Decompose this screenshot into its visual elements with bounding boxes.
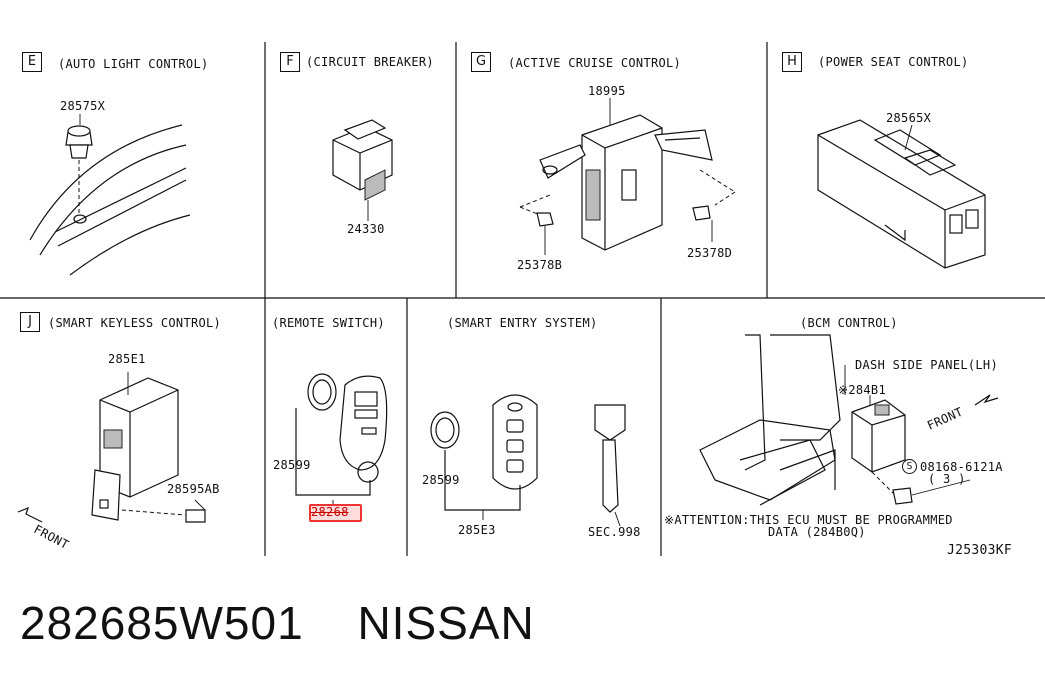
panel-title-active-cruise: (ACTIVE CRUISE CONTROL) xyxy=(508,56,682,70)
panel-title-bcm-control: (BCM CONTROL) xyxy=(800,316,898,330)
circuit-breaker-drawing xyxy=(332,119,393,221)
attention-note-line-1: ※ATTENTION:THIS ECU MUST BE PROGRAMMED xyxy=(664,513,953,527)
brand-name: NISSAN xyxy=(357,597,535,649)
bolt-symbol-circle: S xyxy=(902,459,917,474)
panel-title-circuit-breaker: (CIRCUIT BREAKER) xyxy=(306,55,434,69)
part-label[interactable]: ※284B1 xyxy=(838,383,886,397)
attention-note-line-2: DATA (284B0Q) xyxy=(768,525,866,539)
part-number: 282685W501 xyxy=(20,597,304,649)
diagram-drawing xyxy=(0,42,1045,556)
part-label[interactable]: 08168-6121A xyxy=(920,460,1003,474)
part-label[interactable]: 285E3 xyxy=(458,523,496,537)
footer-caption: 282685W501 NISSAN xyxy=(20,596,575,650)
part-label[interactable]: 28595AB xyxy=(167,482,220,496)
panel-title-remote-switch: (REMOTE SWITCH) xyxy=(272,316,385,330)
part-label[interactable]: 28599 xyxy=(273,458,311,472)
part-label[interactable]: 18995 xyxy=(588,84,626,98)
highlighted-part-label[interactable]: 28268 xyxy=(311,505,349,519)
panel-letter-h: H xyxy=(782,52,802,72)
panel-title-power-seat: (POWER SEAT CONTROL) xyxy=(818,55,969,69)
cruise-control-unit-drawing xyxy=(519,98,736,255)
part-label[interactable]: 28565X xyxy=(886,111,932,125)
part-label[interactable]: SEC.998 xyxy=(588,525,641,539)
power-seat-unit-drawing xyxy=(817,119,986,269)
part-label[interactable]: 24330 xyxy=(347,222,385,236)
smart-key-drawing xyxy=(430,394,626,527)
part-label[interactable]: 28599 xyxy=(422,473,460,487)
diagram-code: J25303KF xyxy=(947,543,1013,558)
panel-letter-g: G xyxy=(471,52,491,72)
panel-title-smart-entry: (SMART ENTRY SYSTEM) xyxy=(447,316,598,330)
part-label[interactable]: 28575X xyxy=(60,99,106,113)
panel-letter-e: E xyxy=(22,52,42,72)
part-label[interactable]: 25378D xyxy=(687,246,733,260)
highlighted-part-marker xyxy=(309,504,362,522)
smart-keyless-unit-drawing xyxy=(17,372,206,523)
auto-light-sensor-drawing xyxy=(29,114,191,276)
part-label[interactable]: 285E1 xyxy=(108,352,146,366)
panel-letter-f: F xyxy=(280,52,300,72)
parts-diagram: E (AUTO LIGHT CONTROL) 28575X F (CIRCUIT… xyxy=(0,42,1045,558)
remote-key-fob-drawing xyxy=(295,373,388,506)
panel-letter-j: J xyxy=(20,312,40,332)
bcm-unit-drawing xyxy=(699,334,999,506)
part-label[interactable]: 25378B xyxy=(517,258,563,272)
panel-title-auto-light: (AUTO LIGHT CONTROL) xyxy=(58,57,209,71)
panel-title-smart-keyless: (SMART KEYLESS CONTROL) xyxy=(48,316,222,330)
bolt-quantity: ( 3 ) xyxy=(928,472,966,486)
dash-side-panel-label: DASH SIDE PANEL(LH) xyxy=(855,358,998,372)
panel-dividers xyxy=(0,42,1045,556)
